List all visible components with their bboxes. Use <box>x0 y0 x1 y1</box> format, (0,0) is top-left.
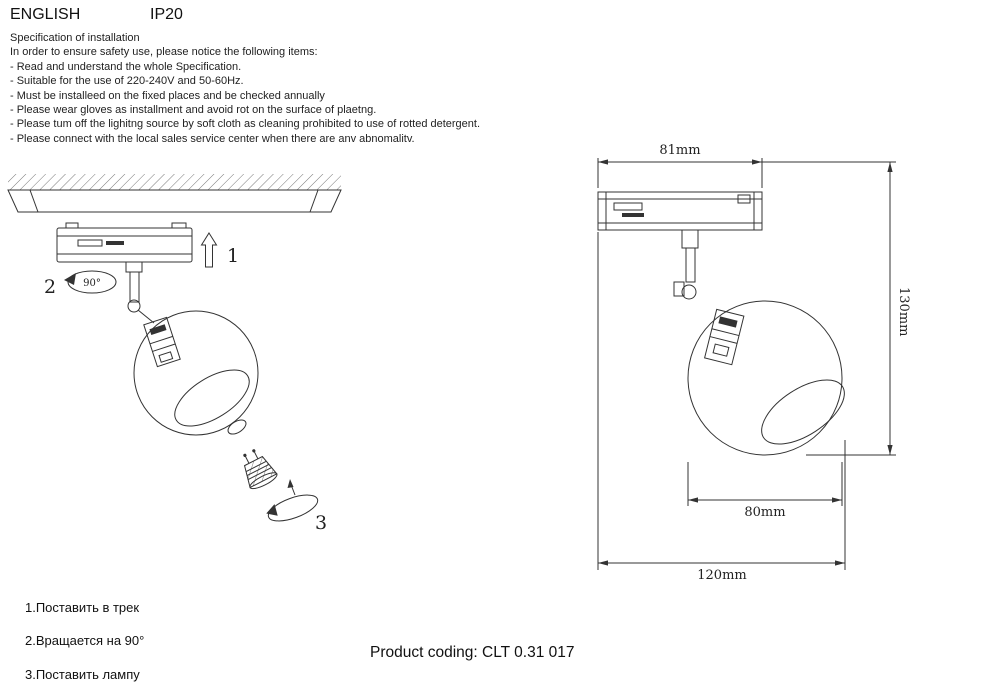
dim-track-width: 81mm <box>597 143 763 188</box>
dimension-drawing: 81mm 130mm 80mm 120mm <box>597 143 911 583</box>
spec-item: - Must be installeed on the fixed places… <box>10 89 325 102</box>
stem-drawing <box>673 229 699 300</box>
sphere-drawing <box>687 300 845 456</box>
angle-label: 90° <box>83 278 101 289</box>
spec-item: - Please tum off the lighitng source by … <box>10 118 481 131</box>
installation-steps-drawing: 1 2 90° 3 <box>7 174 342 534</box>
spec-item: - Suitable for the use of 220-240V and 5… <box>10 75 244 88</box>
insert-up-arrow <box>200 232 218 268</box>
legend-step1: 1.Поставить в трек <box>25 600 140 615</box>
legend-step2: 2.Вращается на 90° <box>25 633 145 648</box>
gu10-bulb-drawing <box>243 449 278 490</box>
spec-item: - Please connect with the local sales se… <box>10 132 415 145</box>
rotate-90-arrow: 90° <box>64 270 117 294</box>
spec-item: - Read and understand the whole Specific… <box>10 60 242 73</box>
track-rail-drawing <box>597 191 763 231</box>
legend-step3: 3.Поставить лампу <box>25 667 140 682</box>
dim-total-width-label: 120mm <box>697 568 746 583</box>
spec-intro: In order to ensure safety use, please no… <box>10 46 318 59</box>
dim-height-label: 130mm <box>896 287 911 336</box>
step3-number: 3 <box>315 512 327 534</box>
rotate-bulb-arrow <box>266 479 319 522</box>
ip-rating-label: IP20 <box>150 6 183 23</box>
step1-number: 1 <box>227 245 239 267</box>
spec-item: - Please wear gloves as installment and … <box>10 104 377 117</box>
dim-height: 130mm <box>762 161 911 456</box>
dim-sphere-width: 80mm <box>687 462 843 520</box>
track-adapter-drawing <box>56 222 193 324</box>
dim-track-width-label: 81mm <box>659 143 700 158</box>
language-label: ENGLISH <box>10 6 81 23</box>
spec-title: Specification of installation <box>10 32 140 44</box>
dim-total-width: 120mm <box>597 232 846 583</box>
step2-number: 2 <box>44 276 56 298</box>
product-coding: Product coding: CLT 0.31 017 <box>370 644 575 661</box>
ceiling-drawing <box>7 174 342 213</box>
specification-text: Specification of installation In order t… <box>10 31 570 146</box>
sphere-lamp-drawing <box>133 310 259 436</box>
dim-sphere-width-label: 80mm <box>744 505 785 520</box>
